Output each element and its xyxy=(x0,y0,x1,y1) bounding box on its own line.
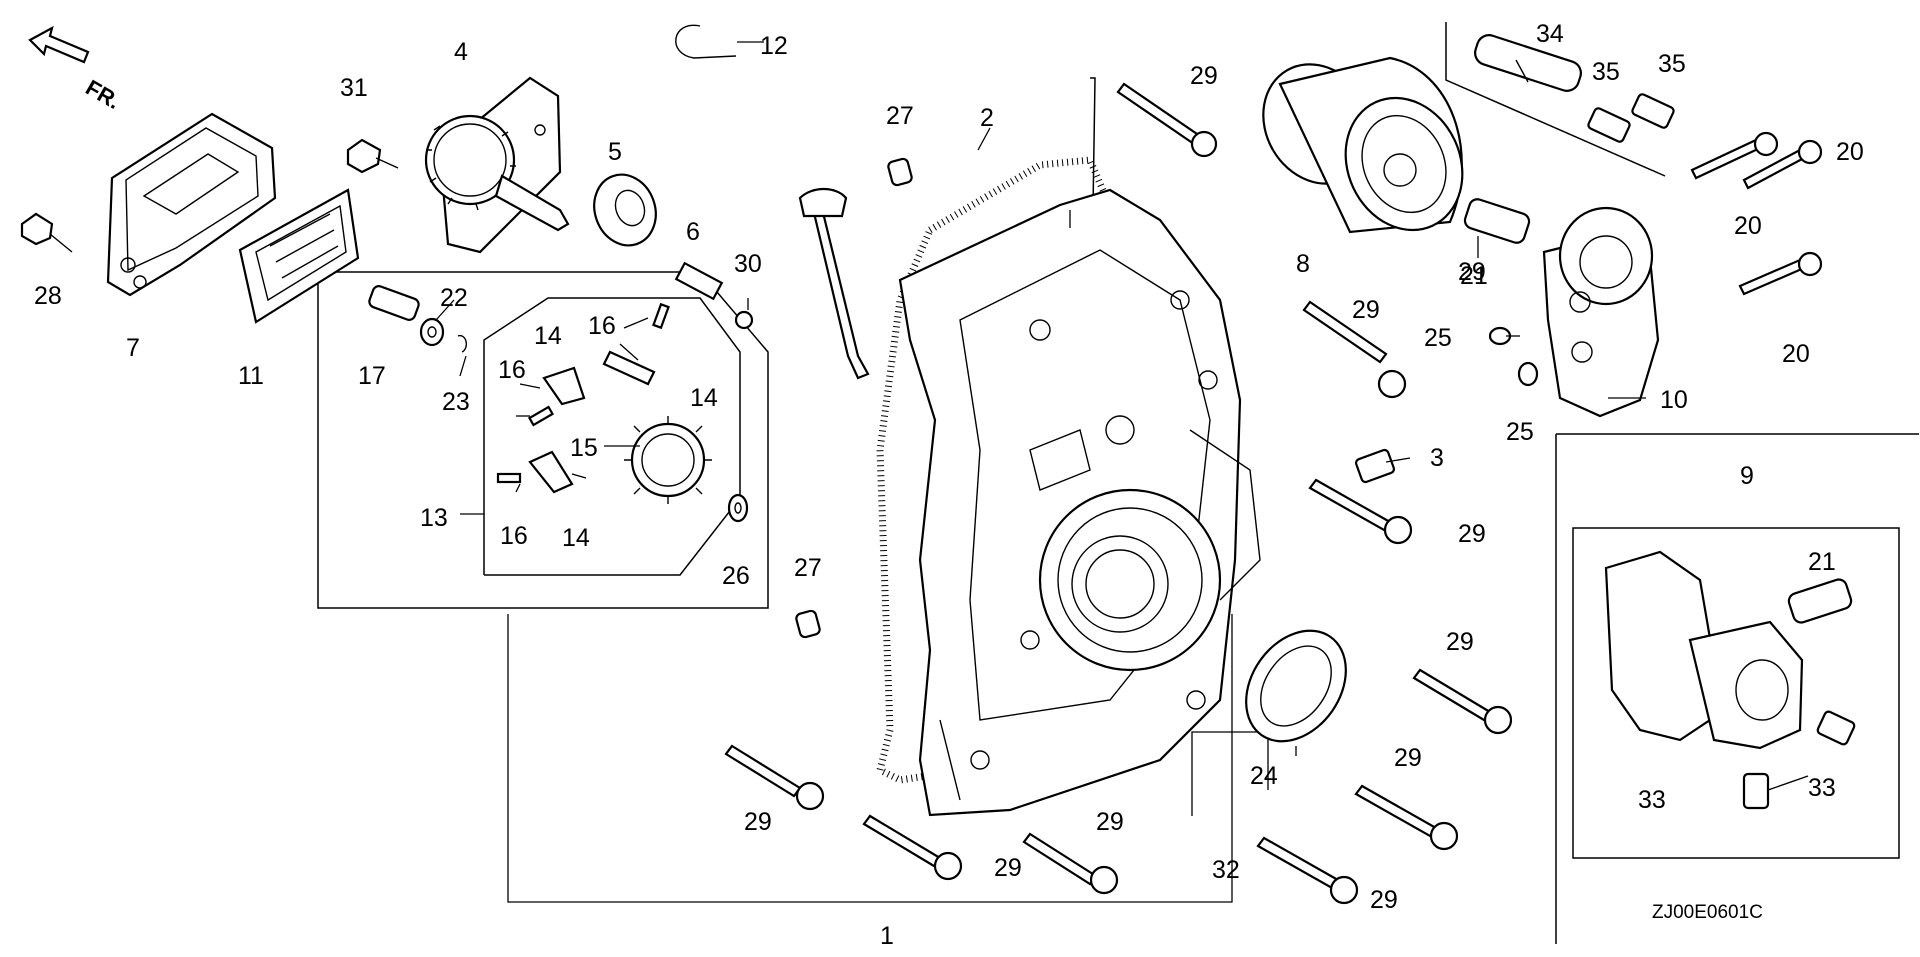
callout-2: 2 xyxy=(980,104,994,132)
callout-35b: 35 xyxy=(1658,50,1686,78)
callout-29i: 29 xyxy=(1096,808,1124,836)
breather-cover-part-7 xyxy=(106,112,277,297)
callout-22: 22 xyxy=(440,284,468,312)
callout-29c: 29 xyxy=(1458,520,1486,548)
callout-25a: 25 xyxy=(1424,324,1452,352)
callout-21b: 21 xyxy=(1808,548,1836,576)
gear-plate-part-4 xyxy=(424,76,570,254)
callout-labels: 1 2 3 4 5 6 7 8 9 10 11 12 13 14 14 14 1… xyxy=(34,20,1864,950)
callout-4: 4 xyxy=(454,38,468,66)
drawing-code: ZJ00E0601C xyxy=(1652,902,1763,923)
filter-base-part-10 xyxy=(1542,206,1660,418)
callout-12: 12 xyxy=(760,32,788,60)
callout-14b: 14 xyxy=(690,384,718,412)
callout-30: 30 xyxy=(734,250,762,278)
callout-8: 8 xyxy=(1296,250,1310,278)
callout-16b: 16 xyxy=(498,356,526,384)
callout-9: 9 xyxy=(1740,462,1754,490)
callout-29b: 29 xyxy=(1352,296,1380,324)
callout-31: 31 xyxy=(340,74,368,102)
callout-11: 11 xyxy=(238,362,264,390)
callout-13: 13 xyxy=(420,504,448,532)
callout-29e: 29 xyxy=(1394,744,1422,772)
callout-32: 32 xyxy=(1212,856,1240,884)
oil-filter-part-8 xyxy=(1262,56,1464,234)
callout-29h: 29 xyxy=(994,854,1022,882)
callout-20a: 20 xyxy=(1836,138,1864,166)
oil-seal-part-24 xyxy=(1245,629,1347,743)
orientation-label: FR. xyxy=(82,75,125,114)
callout-27b: 27 xyxy=(794,554,822,582)
small-fasteners xyxy=(20,138,1539,639)
callout-26: 26 xyxy=(722,562,750,590)
callout-16a: 16 xyxy=(588,312,616,340)
callout-33a: 33 xyxy=(1638,786,1666,814)
callout-20c: 20 xyxy=(1782,340,1810,368)
callout-7: 7 xyxy=(126,334,140,362)
bushing-part-5 xyxy=(593,173,657,247)
callout-14a: 14 xyxy=(534,322,562,350)
callout-21a: 21 xyxy=(1460,262,1488,290)
callout-24: 24 xyxy=(1250,762,1278,790)
callout-33b: 33 xyxy=(1808,774,1836,802)
front-direction-arrow-icon: FR. xyxy=(28,25,125,114)
callout-29a: 29 xyxy=(1190,62,1218,90)
filter-base-part-9 xyxy=(1604,550,1856,810)
callout-25b: 25 xyxy=(1506,418,1534,446)
callout-23: 23 xyxy=(442,388,470,416)
callout-1: 1 xyxy=(880,922,894,950)
leader-lines xyxy=(435,41,1809,791)
callout-29f: 29 xyxy=(1370,886,1398,914)
callout-20b: 20 xyxy=(1734,212,1762,240)
callout-17: 17 xyxy=(358,362,386,390)
callout-15: 15 xyxy=(570,434,598,462)
callout-3: 3 xyxy=(1430,444,1444,472)
dipstick-part-12 xyxy=(675,24,870,380)
case-cover-part-1 xyxy=(898,188,1261,817)
callout-29d: 29 xyxy=(1446,628,1474,656)
callout-27a: 27 xyxy=(886,102,914,130)
callout-35a: 35 xyxy=(1592,58,1620,86)
sub-assembly-frame-9 xyxy=(1572,527,1900,859)
callout-14c: 14 xyxy=(562,524,590,552)
bolts xyxy=(724,82,1823,905)
fittings-21-34-35 xyxy=(1463,34,1675,244)
governor-parts-14-16 xyxy=(496,302,712,504)
callout-16c: 16 xyxy=(500,522,528,550)
callout-28: 28 xyxy=(34,282,62,310)
callout-10: 10 xyxy=(1660,386,1688,414)
breather-element-part-11 xyxy=(238,188,360,324)
callout-29-filter: 29 xyxy=(1458,258,1486,286)
callout-34: 34 xyxy=(1536,20,1564,48)
callout-6: 6 xyxy=(686,218,700,246)
callout-5: 5 xyxy=(608,138,622,166)
callout-29g: 29 xyxy=(744,808,772,836)
